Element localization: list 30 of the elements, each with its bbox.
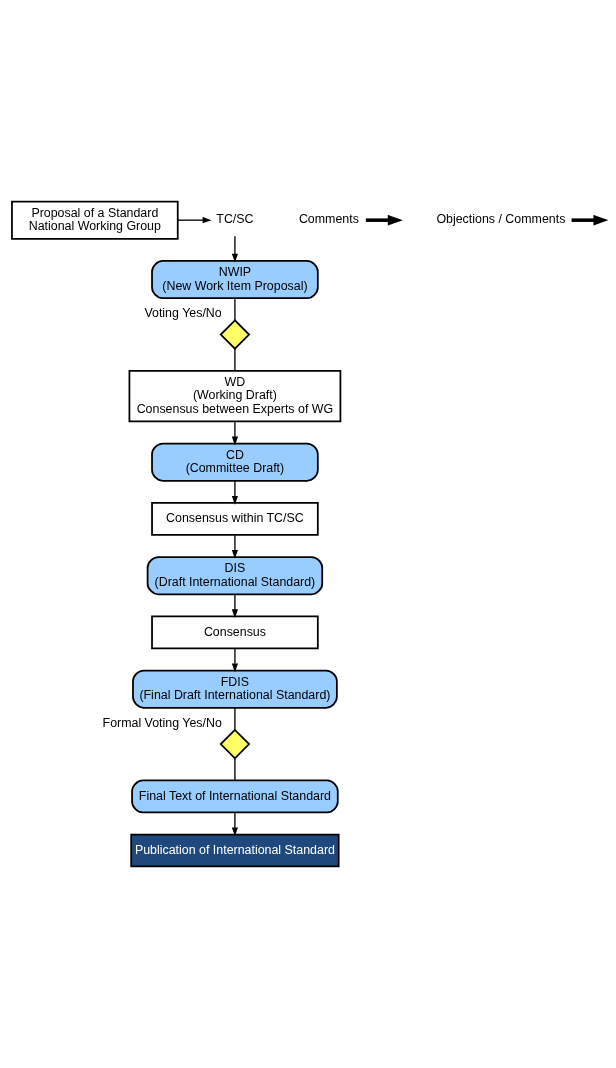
arrow bbox=[231, 811, 239, 837]
node-box: Consensus within TC/SC bbox=[151, 502, 319, 536]
node-box: Consensus bbox=[151, 615, 319, 650]
arrow bbox=[231, 235, 239, 263]
arrow bbox=[177, 217, 212, 224]
node-box: Proposal of a Standard National Working Group bbox=[11, 200, 179, 240]
connector bbox=[234, 297, 236, 321]
arrow bbox=[231, 480, 239, 505]
node-box: CD (Committee Draft) bbox=[151, 442, 319, 482]
arrow bbox=[365, 214, 403, 226]
arrow bbox=[231, 421, 239, 446]
arrow bbox=[231, 647, 239, 673]
node-box: Final Text of International Standard bbox=[131, 779, 339, 814]
node-label: Voting Yes/No bbox=[144, 305, 222, 320]
connector bbox=[234, 707, 236, 731]
node-box: NWIP (New Work Item Proposal) bbox=[151, 260, 319, 300]
arrow bbox=[231, 534, 239, 559]
node-box: DIS (Draft International Standard) bbox=[146, 556, 324, 596]
node-diamond bbox=[219, 319, 251, 350]
node-text: Comments bbox=[298, 212, 359, 227]
node-box: FDIS (Final Draft International Standard) bbox=[132, 669, 338, 709]
node-box: Publication of International Standard bbox=[130, 833, 340, 868]
node-text: TC/SC bbox=[216, 212, 254, 227]
connector bbox=[234, 348, 236, 372]
node-label: Formal Voting Yes/No bbox=[102, 715, 222, 730]
node-diamond bbox=[219, 728, 251, 760]
connector bbox=[234, 757, 236, 781]
arrow bbox=[231, 593, 239, 619]
node-box: WD (Working Draft) Consensus between Experts of WG bbox=[128, 370, 342, 423]
node-text: Objections / Comments bbox=[436, 212, 566, 227]
